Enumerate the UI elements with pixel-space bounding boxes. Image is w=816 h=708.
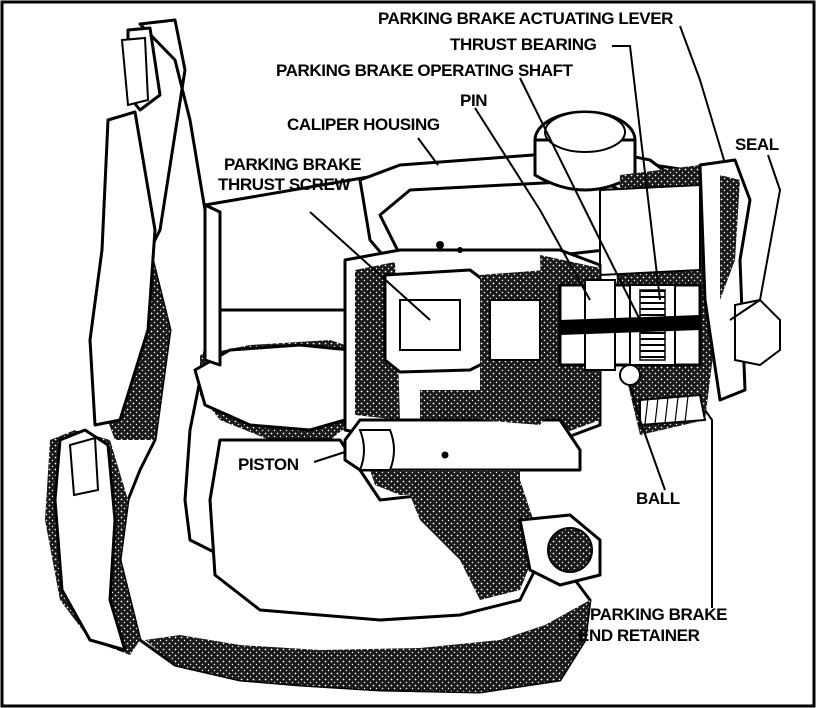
label-thrust-screw-line1: PARKING BRAKE xyxy=(224,155,361,174)
label-piston: PISTON xyxy=(238,455,299,474)
callout-labels: PARKING BRAKE ACTUATING LEVER THRUST BEA… xyxy=(218,9,779,645)
caliper-lower-body xyxy=(193,340,602,622)
label-end-retainer-line1: PARKING BRAKE xyxy=(590,605,727,624)
label-seal: SEAL xyxy=(735,135,779,154)
label-end-retainer-line2: END RETAINER xyxy=(578,626,700,645)
label-thrust-bearing: THRUST BEARING xyxy=(450,35,597,54)
label-caliper-housing: CALIPER HOUSING xyxy=(287,115,440,134)
label-operating-shaft: PARKING BRAKE OPERATING SHAFT xyxy=(276,61,574,80)
leader-lines xyxy=(309,25,782,608)
label-actuating-lever: PARKING BRAKE ACTUATING LEVER xyxy=(378,9,673,28)
caliper-housing xyxy=(203,110,781,495)
label-thrust-screw-line2: THRUST SCREW xyxy=(218,175,351,194)
label-pin: PIN xyxy=(460,91,487,110)
label-ball: BALL xyxy=(636,489,680,508)
